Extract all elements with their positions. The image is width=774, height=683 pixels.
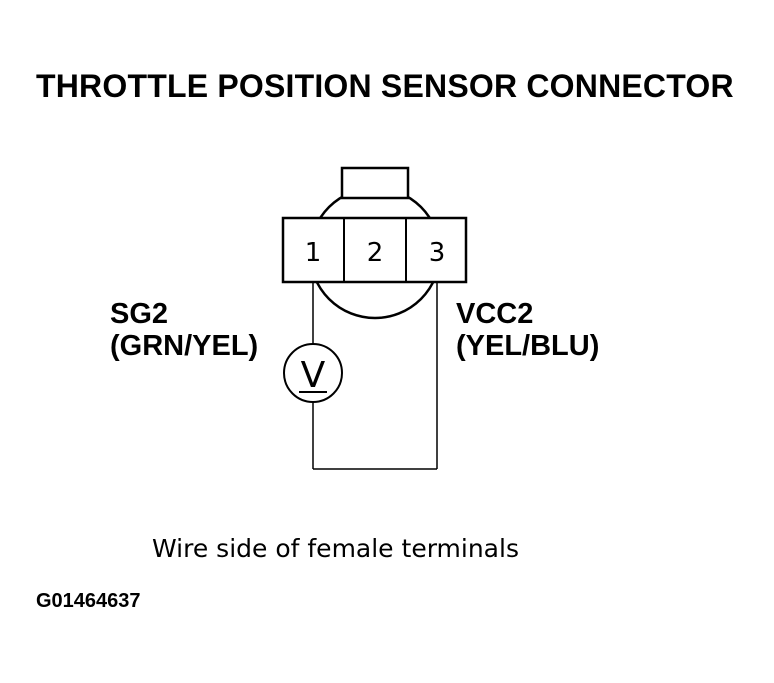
diagram-title: THROTTLE POSITION SENSOR CONNECTOR [36,68,734,104]
left-wire-label: SG2 (GRN/YEL) [110,298,258,362]
pin-2-label: 2 [367,238,384,268]
right-wire-label: VCC2 (YEL/BLU) [456,298,599,362]
pin-3-label: 3 [429,238,446,268]
diagram-caption: Wire side of female terminals [152,534,519,563]
right-wire-signal: VCC2 [456,298,534,330]
left-wire-color: (GRN/YEL) [110,330,259,362]
right-wire-color: (YEL/BLU) [456,330,600,362]
voltmeter-symbol: V [301,355,326,396]
voltmeter-icon [283,343,343,403]
left-wire-signal: SG2 [110,298,169,330]
terminal-block [281,216,468,284]
pin-1-label: 1 [305,238,322,268]
connector-lock-tab [340,166,410,200]
figure-id: G01464637 [36,590,141,612]
